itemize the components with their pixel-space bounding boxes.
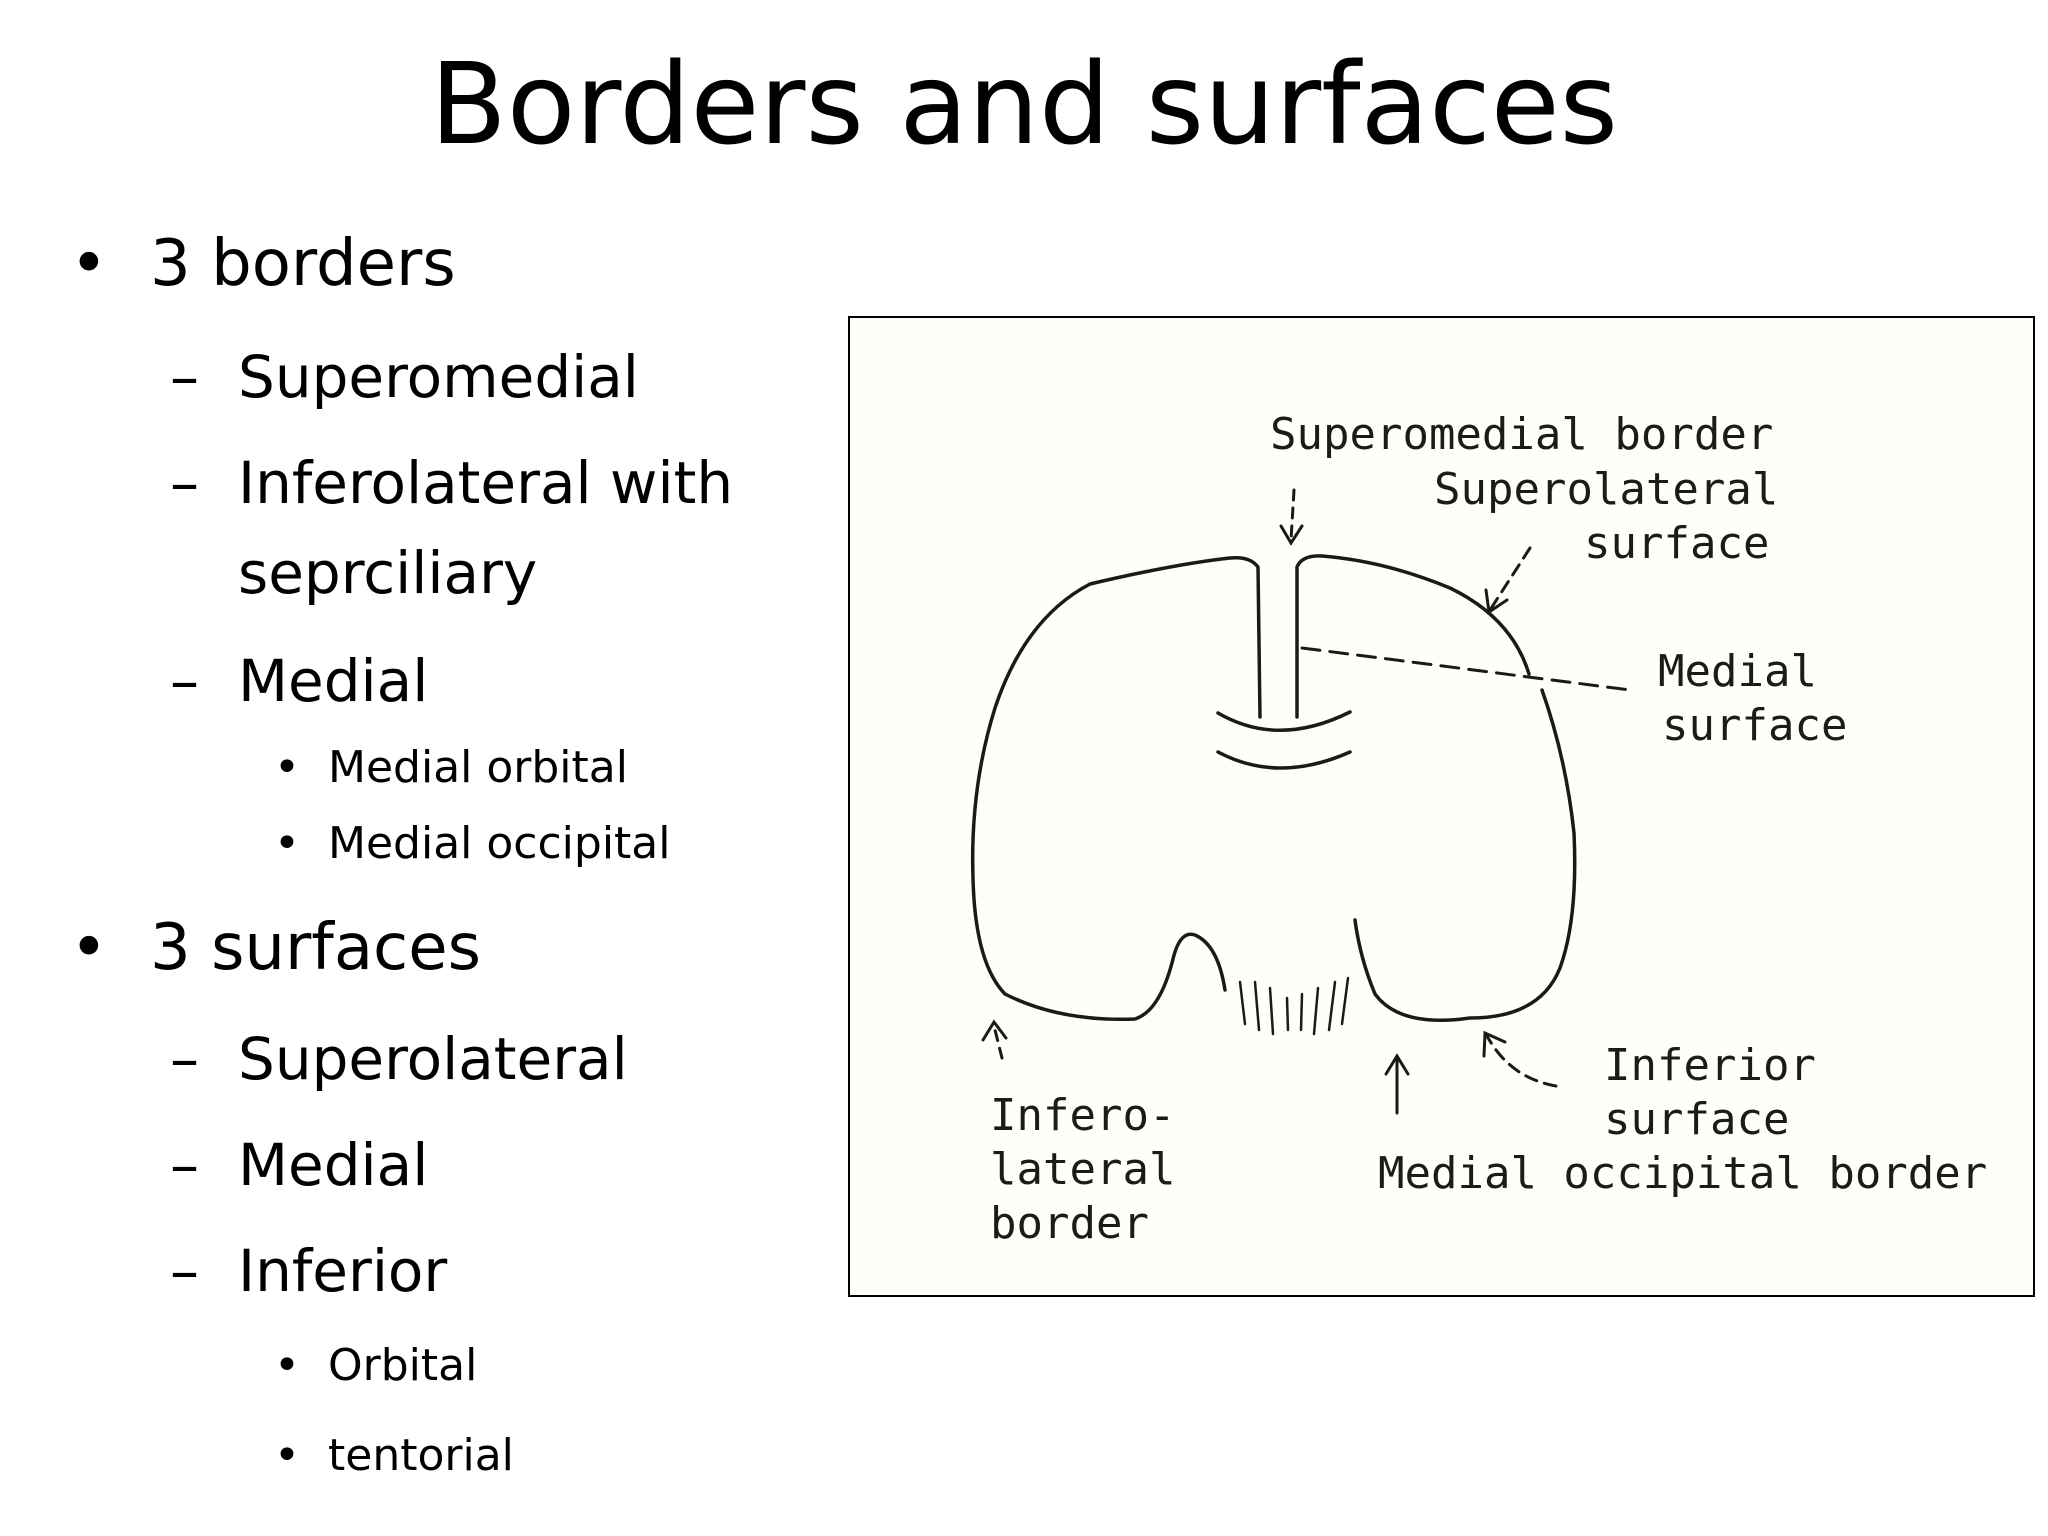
medial-surface-leader: [1300, 646, 1632, 692]
item-medial-occipital: Medial occipital: [328, 818, 671, 869]
label-medial-surface-line1: Medial: [1658, 646, 1817, 697]
item-medial-border: Medial: [238, 647, 429, 715]
inferolateral-arrow-line: [992, 1024, 1004, 1060]
superomedial-arrowhead: [1279, 524, 1304, 546]
superomedial-arrow-line: [1289, 488, 1296, 542]
label-superomedial-border: Superomedial border: [1270, 409, 1773, 460]
label-inferior-surface-line1: Inferior: [1604, 1040, 1816, 1091]
item-inferior: Inferior: [238, 1237, 448, 1305]
inferolateral-arrowhead: [981, 1019, 1008, 1042]
corpus-callosum-arc-lower: [1216, 750, 1352, 770]
inferior-surface-arrow-line: [1485, 1034, 1558, 1088]
bullet-marker: •: [70, 227, 108, 301]
item-superolateral: Superolateral: [238, 1025, 628, 1093]
superolateral-arrowhead: [1484, 588, 1509, 615]
label-inferior-surface-line2: surface: [1604, 1094, 1789, 1145]
label-medial-occipital-border: Medial occipital border: [1378, 1148, 1987, 1199]
dash-marker: –: [170, 647, 199, 715]
brain-section-diagram: Superomedial border Superolateral surfac…: [848, 316, 2035, 1297]
item-medial-surface: Medial: [238, 1131, 429, 1199]
item-medial-orbital: Medial orbital: [328, 742, 628, 793]
medial-occipital-arrowhead: [1384, 1053, 1410, 1076]
label-medial-surface-line2: surface: [1662, 700, 1847, 751]
left-hemisphere-outline: [970, 555, 1262, 1022]
label-inferolateral-line3: border: [990, 1198, 1149, 1249]
leader-lines: [981, 488, 1632, 1115]
item-superomedial: Superomedial: [238, 343, 639, 411]
dash-marker: –: [170, 1237, 199, 1305]
label-superolateral-line2: surface: [1584, 518, 1769, 569]
item-inferolateral-line2: seprciliary: [238, 539, 538, 607]
bullet-surfaces: 3 surfaces: [150, 911, 481, 985]
right-hemisphere-outline: [1295, 554, 1577, 1022]
bullet-marker: •: [70, 911, 108, 985]
sub-bullet-marker: •: [274, 818, 300, 869]
sub-bullet-marker: •: [274, 742, 300, 793]
inferior-surface-arrowhead: [1482, 1030, 1507, 1058]
item-orbital: Orbital: [328, 1340, 478, 1391]
sub-bullet-marker: •: [274, 1340, 300, 1391]
label-superolateral-line1: Superolateral: [1434, 464, 1778, 515]
dash-marker: –: [170, 1131, 199, 1199]
brainstem-lines: [1238, 976, 1350, 1036]
sub-bullet-marker: •: [274, 1430, 300, 1481]
dash-marker: –: [170, 1025, 199, 1093]
brain-outline: [970, 554, 1577, 1036]
diagram-canvas: Superomedial border Superolateral surfac…: [970, 409, 1987, 1249]
item-tentorial: tentorial: [328, 1430, 514, 1481]
dash-marker: –: [170, 343, 199, 411]
slide-title: Borders and surfaces: [429, 40, 1619, 170]
label-inferolateral-line1: Infero-: [990, 1090, 1175, 1141]
superolateral-arrow-line: [1488, 546, 1532, 612]
dash-marker: –: [170, 449, 199, 517]
corpus-callosum-arc-upper: [1216, 710, 1352, 732]
label-inferolateral-line2: lateral: [990, 1144, 1175, 1195]
item-inferolateral-line1: Inferolateral with: [238, 449, 734, 517]
bullet-borders: 3 borders: [150, 227, 456, 301]
